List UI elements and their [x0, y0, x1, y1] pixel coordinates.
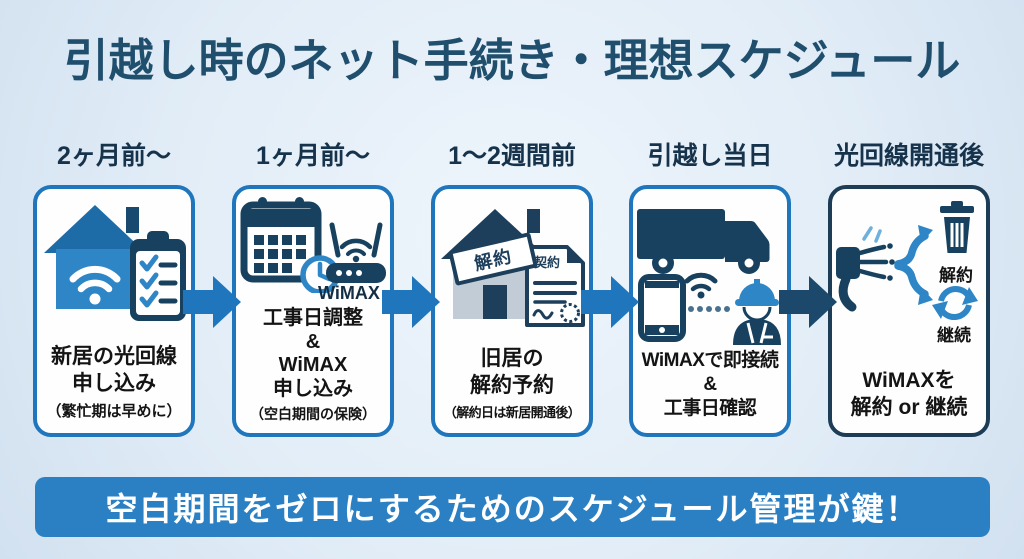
timing-heading-5: 光回線開通後 — [833, 142, 984, 170]
timing-heading-1: 2ヶ月前〜 — [57, 142, 171, 170]
step-3-text: 旧居の 解約予約 （解約日は新居開通後） — [435, 346, 589, 425]
step-2-line: 申し込み — [273, 377, 353, 400]
step-5-text: WiMAXを 解約 or 継続 — [832, 368, 986, 425]
timing-heading-2: 1ヶ月前〜 — [256, 142, 370, 170]
step-card-5: 解約 継続 WiMAXを 解約 or 継続 — [828, 185, 990, 437]
step-3-note: （解約日は新居開通後） — [443, 405, 581, 420]
key-message-banner: 空白期間をゼロにするためのスケジュール管理が鍵！ — [35, 477, 990, 537]
timing-heading-3: 1〜2週間前 — [448, 142, 576, 170]
step-4-text: WiMAXで即接続 & 工事日確認 — [633, 349, 787, 425]
flow-arrow-3 — [581, 276, 639, 328]
step-1-text: 新居の光回線 申し込み （繁忙期は早めに） — [37, 344, 191, 425]
step-card-1: 新居の光回線 申し込み （繁忙期は早めに） — [33, 185, 195, 437]
step-4-line: 工事日確認 — [663, 398, 757, 420]
router-wimax-label: WiMAX — [318, 283, 380, 303]
timing-heading-4: 引越し当日 — [647, 142, 773, 170]
continue-option-label: 継続 — [937, 326, 971, 345]
step-4-line: & — [703, 374, 717, 396]
step-4-line: WiMAXで即接続 — [641, 350, 779, 372]
calendar-clock-and-router-icon: WiMAX — [236, 195, 390, 307]
flow-arrow-1 — [183, 276, 241, 328]
flow-arrow-4 — [779, 276, 837, 328]
flow-arrow-2 — [382, 276, 440, 328]
fiber-cancel-or-continue-icon: 解約 継続 — [832, 195, 986, 347]
cancel-option-label: 解約 — [939, 266, 973, 285]
step-2-line: & — [305, 330, 321, 353]
step-1-line: 申し込み — [72, 371, 156, 395]
step-5-line: 解約 or 継続 — [850, 395, 968, 419]
step-1-line: 新居の光回線 — [51, 345, 177, 369]
contract-doc-label: 契約 — [534, 255, 561, 270]
step-2-text: 工事日調整 & WiMAX 申し込み （空白期間の保険） — [236, 307, 390, 428]
truck-phone-and-worker-icon — [633, 195, 787, 347]
step-2-line: WiMAX — [278, 354, 348, 377]
step-card-3: 解約 契約 旧居の 解約予約 （解約日は新居開通後） — [431, 185, 593, 437]
step-2-line: 工事日調整 — [263, 307, 363, 329]
step-1-note: （繁忙期は早めに） — [46, 403, 182, 420]
page-title: 引越し時のネット手続き・理想スケジュール — [63, 35, 961, 86]
step-3-line: 旧居の — [480, 347, 544, 371]
house-wifi-and-checklist-icon — [37, 195, 191, 327]
house-cancel-and-contract-icon: 解約 契約 — [435, 195, 589, 337]
step-card-4: WiMAXで即接続 & 工事日確認 — [629, 185, 791, 437]
step-card-2: WiMAX 工事日調整 & WiMAX 申し込み （空白期間の保険） — [232, 185, 394, 437]
step-3-line: 解約予約 — [470, 373, 554, 397]
step-2-note: （空白期間の保険） — [250, 406, 376, 423]
step-5-line: WiMAXを — [862, 369, 956, 393]
